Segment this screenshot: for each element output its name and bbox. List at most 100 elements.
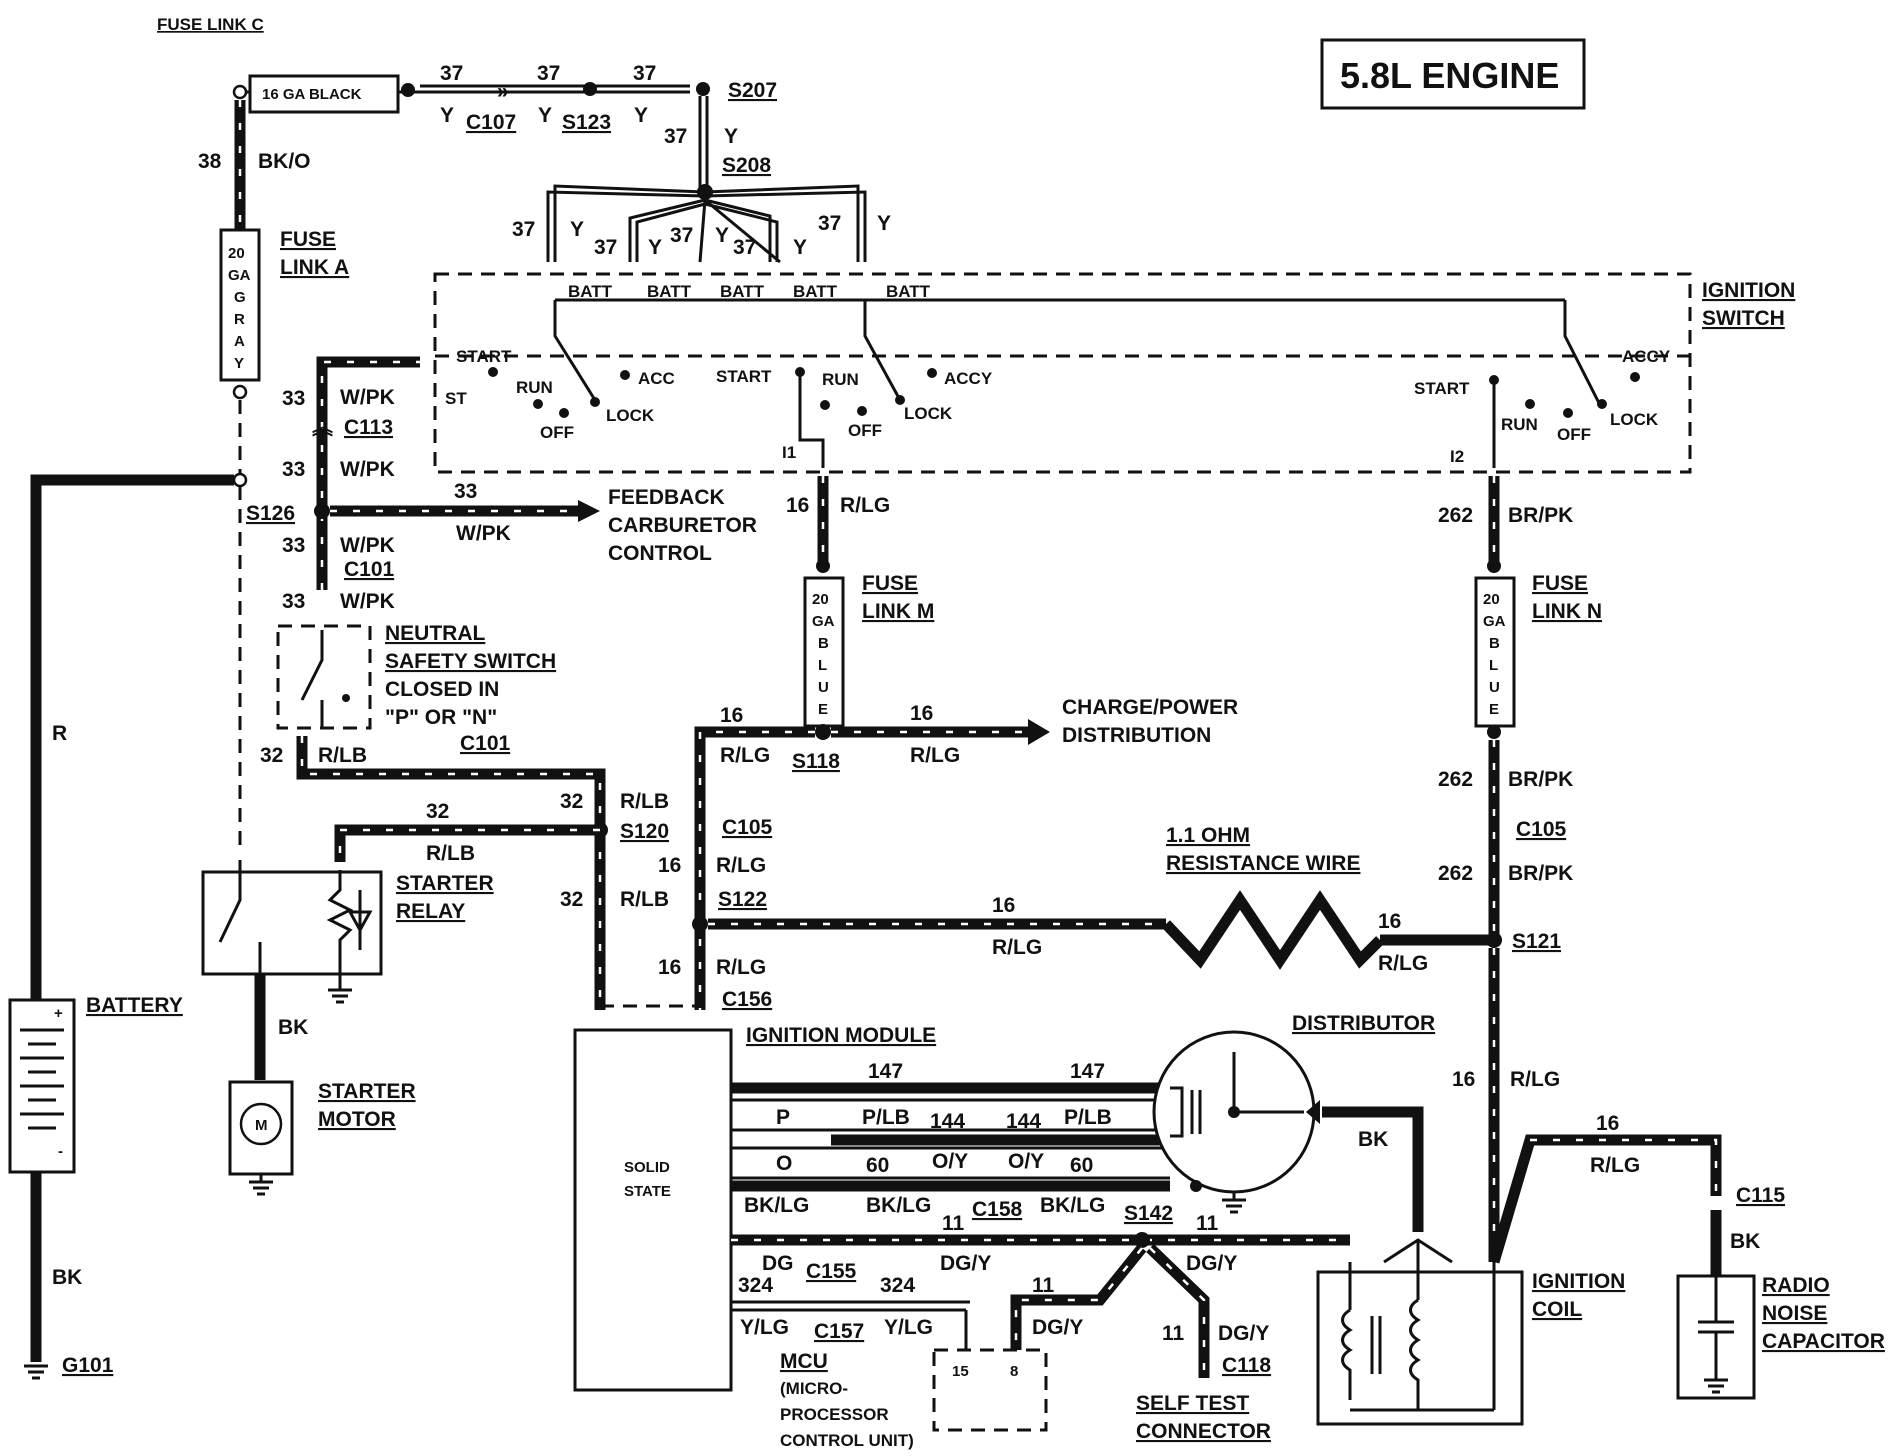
wire-324-label-1: 324 xyxy=(738,1274,773,1297)
feedback-arrowhead xyxy=(578,500,600,522)
fuse-n-char-4: L xyxy=(1489,657,1498,674)
battery-label: BATTERY xyxy=(86,994,183,1017)
battery-plus: + xyxy=(54,1005,63,1022)
feedback-label-3: CONTROL xyxy=(608,542,712,565)
wire-bk-distributor xyxy=(1322,1106,1424,1232)
ground-g101 xyxy=(24,1364,48,1380)
wire-144-label-2: 144 xyxy=(1006,1110,1041,1133)
wire-38-label: 38 xyxy=(198,150,222,173)
wire-r-battery xyxy=(30,474,234,1000)
switch3-pole-lock xyxy=(1597,399,1607,409)
solid-state-label-1: SOLID xyxy=(624,1159,670,1176)
fuse-n-char-2: GA xyxy=(1483,613,1506,630)
fuse-a-char-3: G xyxy=(234,289,246,306)
fuse-link-m-top xyxy=(816,559,830,573)
distributor-ground xyxy=(1222,1192,1246,1214)
wire-rlg-label-coil: R/LG xyxy=(1510,1068,1560,1091)
ignition-switch-box xyxy=(433,272,1692,474)
wire-324-label-2: 324 xyxy=(880,1274,915,1297)
ignition-off-label-2: OFF xyxy=(848,421,882,440)
feedback-label-2: CARBURETOR xyxy=(608,514,757,537)
wire-16-label-charge: 16 xyxy=(910,702,933,725)
neutral-label-3: CLOSED IN xyxy=(385,678,499,701)
fanout-y-4: Y xyxy=(793,236,807,259)
wire-32-label-1: 32 xyxy=(260,744,283,767)
wire-11-label-test: 11 xyxy=(1162,1322,1185,1345)
wire-oy-label-1: O/Y xyxy=(932,1150,968,1173)
splice-s121 xyxy=(1486,932,1502,948)
starter-motor-label-1: STARTER xyxy=(318,1080,416,1103)
connector-c107-symbol: » xyxy=(497,80,509,103)
starter-relay-diode xyxy=(347,890,373,950)
fanout-37-3: 37 xyxy=(670,224,693,247)
fanout-wire-5 xyxy=(704,184,860,262)
ignition-start-label-2: START xyxy=(716,367,772,386)
junction-fuse-c xyxy=(401,83,415,97)
fuse-a-char-6: Y xyxy=(234,355,244,372)
fanout-wire-3b xyxy=(704,198,781,264)
fuse-n-char-6: E xyxy=(1489,701,1499,718)
switch1-pole-lock xyxy=(590,397,600,407)
splice-s123-label: S123 xyxy=(562,111,611,134)
splice-s208-label: S208 xyxy=(722,154,771,177)
wire-33-label-1: 33 xyxy=(282,387,305,410)
wire-rlg-label-c105: R/LG xyxy=(716,854,766,877)
wire-y-label-3: Y xyxy=(634,104,648,127)
fuse-a-terminal-2 xyxy=(232,472,248,488)
ignition-lock-label-2: LOCK xyxy=(904,404,953,423)
wire-ylg-label-2: Y/LG xyxy=(884,1316,933,1339)
wire-16-label-res: 16 xyxy=(992,894,1015,917)
connector-c113-label: C113 xyxy=(344,416,393,439)
splice-s121-label: S121 xyxy=(1512,930,1561,953)
wire-dgy-label-test: DG/Y xyxy=(1218,1322,1269,1345)
wire-144-label-1: 144 xyxy=(930,1110,965,1133)
ignition-coil-box xyxy=(1316,1270,1524,1426)
wire-rlb-label-2: R/LB xyxy=(620,790,669,813)
mcu-label-4: CONTROL UNIT) xyxy=(780,1431,914,1450)
wire-y-label-2: Y xyxy=(538,104,552,127)
ignition-coil-label-2: COIL xyxy=(1532,1298,1582,1321)
wire-rlb-label-3: R/LB xyxy=(426,842,475,865)
splice-s207-label: S207 xyxy=(728,79,777,102)
fuse-link-m-body xyxy=(803,576,845,728)
ignition-coil-label-1: IGNITION xyxy=(1532,1270,1625,1293)
splice-s126 xyxy=(314,503,330,519)
fuse-link-a-label-1: FUSE xyxy=(280,228,336,251)
switch3-pole-off xyxy=(1563,408,1573,418)
splice-s142-label: S142 xyxy=(1124,1202,1173,1225)
wire-16-label-s118: 16 xyxy=(720,704,743,727)
wire-rlg-label-s122: R/LG xyxy=(716,956,766,979)
switch3-pole-accy xyxy=(1630,372,1640,382)
wire-brpk-label-2: BR/PK xyxy=(1508,768,1573,791)
splice-s123 xyxy=(583,82,597,96)
starter-relay-label-2: RELAY xyxy=(396,900,465,923)
splice-s122-label: S122 xyxy=(718,888,767,911)
ignition-coil-core xyxy=(1370,1316,1382,1374)
wire-11-to-test-stripe xyxy=(1149,1247,1206,1378)
fuse-link-m-label-1: FUSE xyxy=(862,572,918,595)
fuse-link-c-terminal xyxy=(232,84,248,100)
connector-c107-label: C107 xyxy=(466,111,516,134)
ignition-acc-label: ACC xyxy=(638,369,675,388)
fuse-link-n-label-2: LINK N xyxy=(1532,600,1602,623)
ignition-run-label-2: RUN xyxy=(822,370,859,389)
wire-bklg-label-3: BK/LG xyxy=(1040,1194,1105,1217)
wire-11-label-mcu: 11 xyxy=(1032,1274,1055,1297)
connector-c101-bottom-label: C101 xyxy=(460,732,511,755)
wire-33-label-5: 33 xyxy=(282,590,305,613)
starter-motor-symbol xyxy=(239,1102,283,1146)
switch1-pole-acc xyxy=(620,370,630,380)
wire-wpk-label-2: W/PK xyxy=(340,458,395,481)
wire-60-label-1: 60 xyxy=(866,1154,889,1177)
capacitor-ground xyxy=(1704,1378,1728,1394)
wire-wpk-label-5: W/PK xyxy=(340,590,395,613)
wire-p-label: P xyxy=(776,1106,790,1129)
wire-dgy-label-1: DG/Y xyxy=(940,1252,991,1275)
splice-s118 xyxy=(815,724,831,740)
wire-rlg-label-m: R/LG xyxy=(840,494,890,517)
ignition-off-label-3: OFF xyxy=(1557,425,1591,444)
ignition-lock-label-1: LOCK xyxy=(606,406,655,425)
wire-147-label-2: 147 xyxy=(1070,1060,1105,1083)
switch1-pole-start xyxy=(488,367,498,377)
